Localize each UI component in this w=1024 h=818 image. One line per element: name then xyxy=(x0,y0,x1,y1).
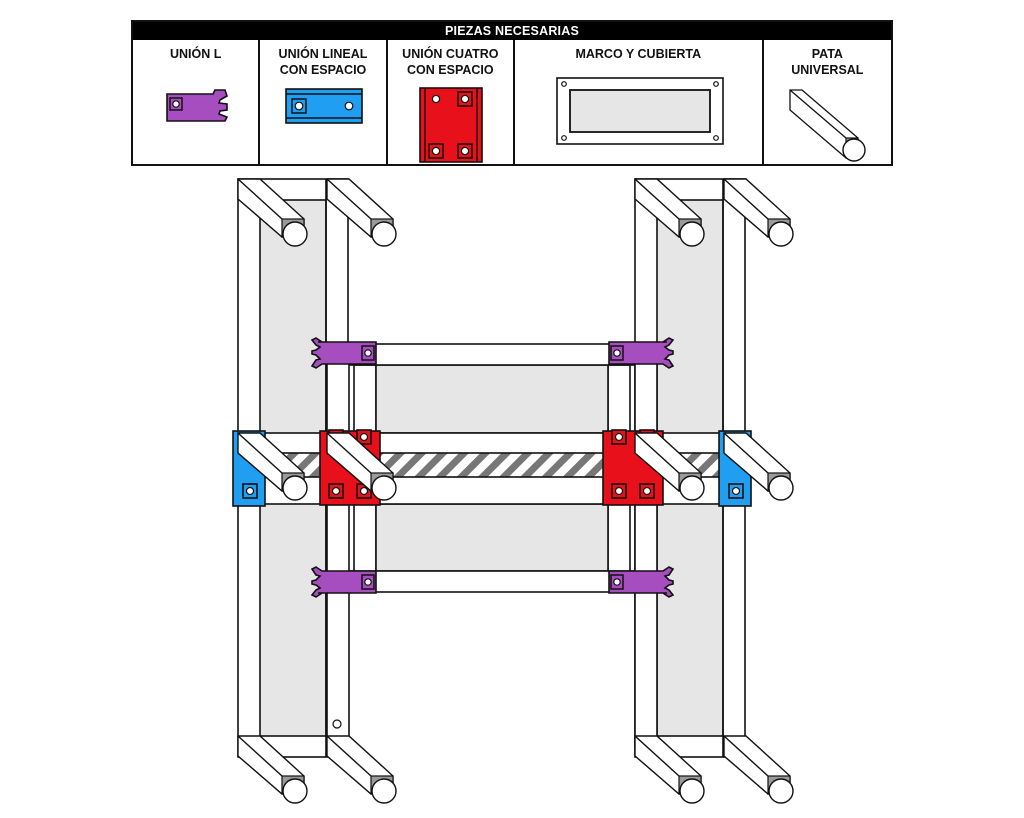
leg-foot xyxy=(768,221,794,247)
leg-edge xyxy=(634,432,680,474)
parts-table: PIEZAS NECESARIAS UNIÓN L UNIÓN LINEAL C… xyxy=(131,20,893,166)
leg-foot xyxy=(282,475,308,501)
leg-middle-3 xyxy=(634,432,705,501)
rail-upper xyxy=(349,343,635,366)
part-label-union-l: UNIÓN L xyxy=(169,47,222,61)
leg-foot xyxy=(282,778,308,804)
l-joint-body xyxy=(310,337,377,369)
leg-edge xyxy=(634,178,680,220)
four-way-joint-icon xyxy=(418,87,483,163)
four-way-joint-bolt-right xyxy=(642,486,652,496)
linear-joint-icon xyxy=(285,88,364,124)
l-joint-bolt xyxy=(613,349,621,357)
l-joint-bolt xyxy=(364,349,372,357)
leg-foot xyxy=(679,778,705,804)
leg-edge xyxy=(723,178,769,220)
leg-edge xyxy=(326,432,372,474)
part-label-union-cuatro: UNIÓN CUATRO CON ESPACIO xyxy=(402,47,499,77)
four-way-joint-bolt-left xyxy=(331,486,341,496)
leg-middle-2 xyxy=(326,432,397,501)
l-joint-body xyxy=(310,566,377,598)
leg-bottom-4 xyxy=(723,735,794,804)
four-way-joint-bolt-right xyxy=(614,432,624,442)
linear-joint-bolt-right xyxy=(731,486,741,496)
leg-middle-4 xyxy=(723,432,794,501)
parts-table-title: PIEZAS NECESARIAS xyxy=(133,22,891,40)
leg-foot xyxy=(371,221,397,247)
four-way-joint-bolt-right xyxy=(614,486,624,496)
frame-cover-icon xyxy=(556,77,724,145)
leg-edge xyxy=(326,178,372,220)
four-way-joint-bolt-left xyxy=(359,486,369,496)
leg-foot xyxy=(679,475,705,501)
leg-top-1 xyxy=(237,178,308,247)
leg-edge xyxy=(237,735,283,777)
rail-lower xyxy=(349,570,635,593)
parts-row: UNIÓN L UNIÓN LINEAL CON ESPACIO UNIÓN C… xyxy=(133,40,891,164)
leg-bottom-1 xyxy=(237,735,308,804)
hole-marker xyxy=(332,719,342,729)
universal-leg-icon xyxy=(789,89,866,162)
part-label-marco-cubierta: MARCO Y CUBIERTA xyxy=(575,47,702,61)
l-joint-body xyxy=(608,337,675,369)
leg-top-2 xyxy=(326,178,397,247)
part-cell-union-lineal: UNIÓN LINEAL CON ESPACIO xyxy=(260,40,388,164)
leg-foot xyxy=(371,475,397,501)
l-joint-lower-left xyxy=(310,566,377,598)
leg-top-3 xyxy=(634,178,705,247)
leg-top-4 xyxy=(723,178,794,247)
leg-edge xyxy=(723,735,769,777)
l-joint-bolt xyxy=(613,578,621,586)
four-way-joint-bolt-left xyxy=(359,432,369,442)
leg-foot xyxy=(768,778,794,804)
part-cell-union-l: UNIÓN L xyxy=(133,40,261,164)
l-joint-body xyxy=(608,566,675,598)
linear-joint-bolt-left xyxy=(245,486,255,496)
leg-bottom-2 xyxy=(326,735,397,804)
leg-edge xyxy=(237,432,283,474)
leg-bottom-3 xyxy=(634,735,705,804)
leg-edge xyxy=(326,735,372,777)
part-cell-union-cuatro: UNIÓN CUATRO CON ESPACIO xyxy=(388,40,515,164)
part-label-pata-universal: PATA UNIVERSAL xyxy=(791,47,864,77)
l-joint-icon xyxy=(166,89,229,122)
leg-edge xyxy=(237,178,283,220)
l-joint-upper-right xyxy=(608,337,675,369)
center-cover-upper xyxy=(375,364,609,434)
part-cell-pata-universal: PATA UNIVERSAL xyxy=(764,40,891,164)
center-cover-lower xyxy=(375,503,609,572)
l-joint-bolt xyxy=(364,578,372,586)
leg-middle-1 xyxy=(237,432,308,501)
leg-foot xyxy=(371,778,397,804)
post-left-outer xyxy=(326,349,350,751)
part-cell-marco-cubierta: MARCO Y CUBIERTA xyxy=(515,40,764,164)
leg-foot xyxy=(679,221,705,247)
leg-edge xyxy=(634,735,680,777)
leg-edge xyxy=(723,432,769,474)
l-joint-upper-left xyxy=(310,337,377,369)
leg-foot xyxy=(282,221,308,247)
post-right-outer xyxy=(634,349,658,751)
leg-foot xyxy=(768,475,794,501)
part-label-union-lineal: UNIÓN LINEAL CON ESPACIO xyxy=(278,47,368,77)
l-joint-lower-right xyxy=(608,566,675,598)
